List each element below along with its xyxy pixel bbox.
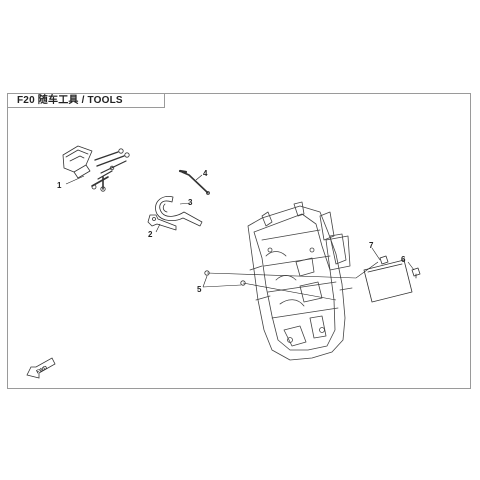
leader-lines	[65, 174, 415, 301]
callout-3: 3	[188, 198, 193, 207]
title-box	[7, 93, 165, 108]
callout-4: 4	[203, 169, 208, 178]
callout-2: 2	[148, 230, 153, 239]
frame-assembly	[247, 201, 353, 361]
fastener-part	[379, 255, 421, 279]
cover-plate-part	[363, 259, 413, 303]
callout-5: 5	[197, 285, 202, 294]
c-spanner-part	[155, 196, 203, 227]
fwd-label: FWD	[36, 365, 49, 376]
diagram-frame	[7, 93, 471, 389]
callout-7: 7	[369, 241, 374, 250]
fwd-arrow-icon: FWD	[26, 357, 56, 379]
callout-6: 6	[401, 255, 406, 264]
callout-1: 1	[57, 181, 62, 190]
rod-tool-part	[178, 169, 210, 195]
wrench-part	[147, 214, 177, 231]
tool-kit-part	[62, 145, 130, 192]
diagram-title: F20 随车工具 / TOOLS	[17, 95, 123, 106]
